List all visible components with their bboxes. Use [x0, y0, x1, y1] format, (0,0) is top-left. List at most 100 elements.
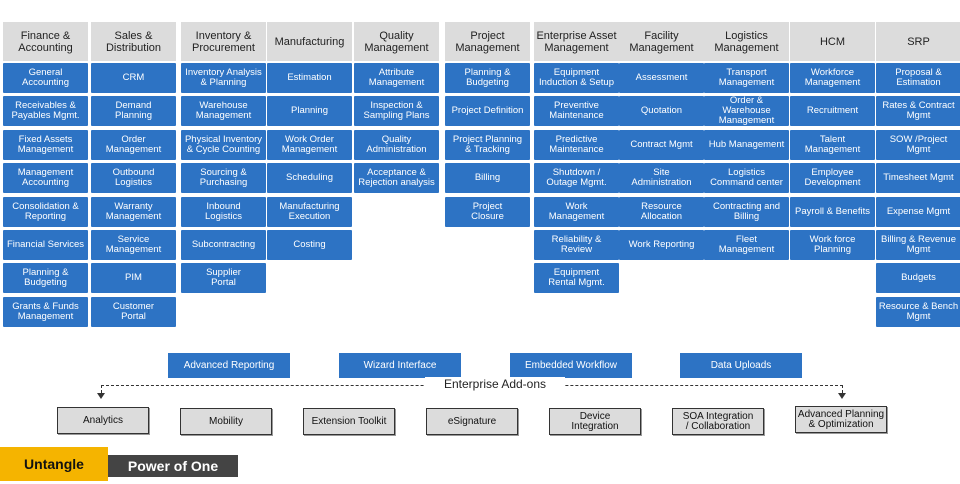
enterprise-arrow-left-stub [101, 385, 102, 393]
module-column-header: Finance & Accounting [3, 22, 88, 61]
enterprise-advanced-planning: Advanced Planning & Optimization [795, 406, 887, 433]
module-item: Billing & Revenue Mgmt [876, 229, 960, 260]
module-item: Preventive Maintenance [534, 96, 619, 127]
module-item: Rates & Contract Mgmt [876, 96, 960, 127]
module-item: Work Reporting [619, 229, 704, 260]
module-item: Project Closure [445, 196, 530, 227]
module-item: Equipment Induction & Setup [534, 63, 619, 93]
module-item: Warranty Management [91, 196, 176, 227]
module-item: Contract Mgmt [619, 129, 704, 160]
module-item: Employee Development [790, 163, 875, 194]
module-item: Planning & Budgeting [3, 263, 88, 294]
module-item: Acceptance & Rejection analysis [354, 163, 439, 194]
module-item: Recruitment [790, 96, 875, 127]
module-item: Financial Services [3, 229, 88, 260]
module-item: Inspection & Sampling Plans [354, 96, 439, 127]
module-column-header: Quality Management [354, 22, 439, 61]
module-column-header: Inventory & Procurement [181, 22, 266, 61]
module-item: Warehouse Management [181, 96, 266, 127]
module-item: Fixed Assets Management [3, 129, 88, 160]
module-item: Inbound Logistics [181, 196, 266, 227]
module-item: Contracting and Billing [704, 196, 789, 227]
module-item: Resource Allocation [619, 196, 704, 227]
module-item: Work Order Management [267, 129, 352, 160]
module-item: Predictive Maintenance [534, 129, 619, 160]
module-item: Workforce Management [790, 63, 875, 93]
module-item: Planning [267, 96, 352, 127]
module-item: Budgets [876, 263, 960, 294]
module-item: Order Management [91, 129, 176, 160]
module-column-header: Sales & Distribution [91, 22, 176, 61]
addon-advanced-reporting: Advanced Reporting [168, 353, 290, 378]
module-item: CRM [91, 63, 176, 93]
module-item: Estimation [267, 63, 352, 93]
module-item: Work Management [534, 196, 619, 227]
module-column-header: SRP [876, 22, 960, 61]
module-item: Physical Inventory & Cycle Counting [181, 129, 266, 160]
module-column-header: HCM [790, 22, 875, 61]
module-item: Subcontracting [181, 229, 266, 260]
module-item: Scheduling [267, 163, 352, 194]
module-item: Talent Management [790, 129, 875, 160]
module-item: Project Planning & Tracking [445, 129, 530, 160]
module-item: Planning & Budgeting [445, 63, 530, 93]
enterprise-mobility: Mobility [180, 408, 272, 435]
enterprise-arrow-left-head [97, 393, 105, 399]
footer-untangle: Untangle [0, 447, 108, 481]
enterprise-extension-toolkit: Extension Toolkit [303, 408, 395, 435]
enterprise-soa-integration: SOA Integration / Collaboration [672, 408, 764, 435]
module-item: Expense Mgmt [876, 196, 960, 227]
module-item: Management Accounting [3, 163, 88, 194]
module-item: Transport Management [704, 63, 789, 93]
enterprise-analytics: Analytics [57, 407, 149, 434]
module-item: Consolidation & Reporting [3, 196, 88, 227]
module-item: Outbound Logistics [91, 163, 176, 194]
module-item: Logistics Command center [704, 163, 789, 194]
module-item: Assessment [619, 63, 704, 93]
module-column-header: Project Management [445, 22, 530, 61]
module-item: Resource & Bench Mgmt [876, 296, 960, 327]
footer-power-of-one: Power of One [108, 455, 238, 477]
module-item: Attribute Management [354, 63, 439, 93]
module-item: Grants & Funds Management [3, 296, 88, 327]
addon-embedded-workflow: Embedded Workflow [510, 353, 632, 378]
module-column-header: Manufacturing [267, 22, 352, 61]
module-item: Billing [445, 163, 530, 194]
module-item: SOW /Project Mgmt [876, 129, 960, 160]
module-item: Payroll & Benefits [790, 196, 875, 227]
enterprise-addons-label: Enterprise Add-ons [425, 377, 565, 391]
module-item: Shutdown / Outage Mgmt. [534, 163, 619, 194]
module-column-header: Enterprise Asset Management [534, 22, 619, 61]
module-item: Timesheet Mgmt [876, 163, 960, 194]
module-item: Work force Planning [790, 229, 875, 260]
enterprise-device-integration: Device Integration [549, 408, 641, 435]
module-item: Equipment Rental Mgmt. [534, 263, 619, 294]
module-item: Receivables & Payables Mgmt. [3, 96, 88, 127]
module-item: Manufacturing Execution [267, 196, 352, 227]
module-item: PIM [91, 263, 176, 294]
module-item: Sourcing & Purchasing [181, 163, 266, 194]
module-item: Inventory Analysis & Planning [181, 63, 266, 93]
module-item: Order & Warehouse Management [704, 96, 789, 127]
module-item: Hub Management [704, 129, 789, 160]
enterprise-arrow-right-stub [842, 385, 843, 393]
module-column-header: Logistics Management [704, 22, 789, 61]
module-item: Service Management [91, 229, 176, 260]
